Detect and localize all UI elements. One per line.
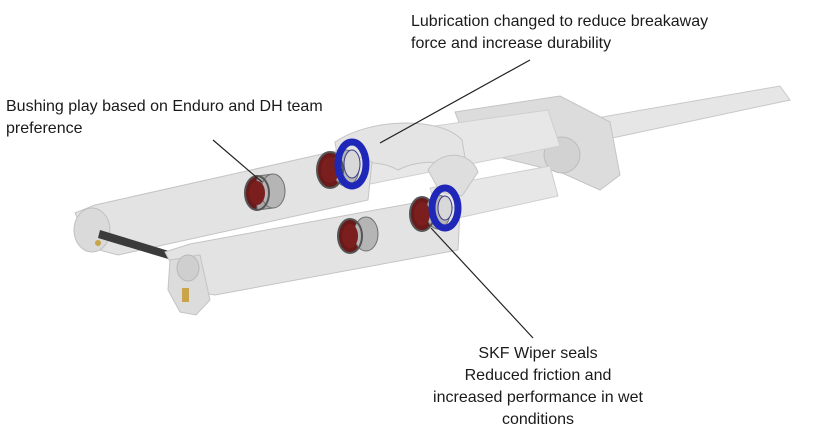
callout-lubrication: Lubrication changed to reduce breakaway … bbox=[411, 11, 708, 55]
callout-bushing-line-1: Bushing play based on Enduro and DH team bbox=[6, 98, 323, 115]
callout-lubrication-line-2: force and increase durability bbox=[411, 35, 612, 52]
steerer-tube bbox=[584, 85, 791, 141]
wiper-seal-rear bbox=[334, 138, 370, 190]
bushing-rear-lower bbox=[244, 173, 286, 211]
callout-wiper-line-2: Reduced friction and bbox=[464, 367, 612, 384]
lower-leg-front bbox=[164, 199, 461, 316]
callout-wiper-line-1: SKF Wiper seals bbox=[478, 345, 598, 362]
wiper-seal-front bbox=[428, 184, 462, 232]
callout-bushing-line-2: preference bbox=[6, 120, 83, 137]
leader-line-wiper bbox=[430, 227, 534, 339]
leader-line-lubrication bbox=[379, 59, 531, 144]
leader-line-bushing bbox=[212, 139, 263, 183]
callout-wiper-line-3: increased performance in wet bbox=[433, 389, 643, 406]
bushing-front-lower bbox=[337, 216, 379, 254]
callout-bushing: Bushing play based on Enduro and DH team… bbox=[6, 96, 323, 140]
lower-leg-back bbox=[73, 149, 373, 256]
callout-wiper-seals: SKF Wiper seals Reduced friction and inc… bbox=[400, 343, 676, 431]
callout-wiper-line-4: conditions bbox=[501, 411, 575, 428]
callout-lubrication-line-1: Lubrication changed to reduce breakaway bbox=[411, 13, 709, 30]
